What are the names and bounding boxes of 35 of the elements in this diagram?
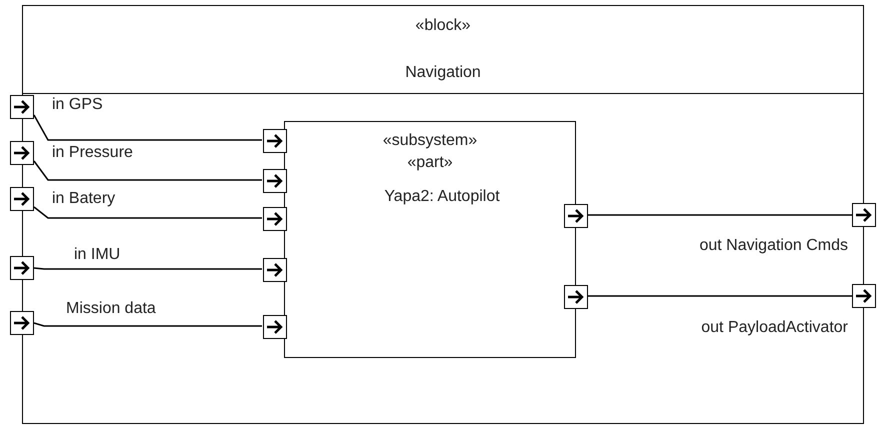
port-label: in GPS — [52, 95, 103, 115]
port-box — [852, 203, 876, 227]
connector-line — [587, 295, 852, 297]
port-box — [10, 256, 34, 280]
port-label: out PayloadActivator — [701, 318, 848, 338]
port-box — [564, 285, 588, 309]
port-label: Mission data — [66, 299, 156, 319]
connector-line — [33, 114, 262, 141]
block-frame — [22, 5, 864, 424]
connector-line — [34, 267, 262, 270]
port-box — [263, 315, 287, 339]
port-box — [263, 169, 287, 193]
port-box — [10, 95, 34, 119]
port-box — [852, 284, 876, 308]
connector-line — [587, 214, 852, 216]
port-box — [10, 187, 34, 211]
port-box — [263, 258, 287, 282]
port-box — [263, 207, 287, 231]
connector-line — [34, 322, 262, 327]
port-label: in Batery — [52, 189, 116, 209]
port-box — [10, 141, 34, 165]
connector-line — [33, 160, 262, 181]
connector-line — [34, 206, 262, 219]
port-box — [564, 204, 588, 228]
port-box — [10, 311, 34, 335]
part-name: Yapa2: Autopilot — [384, 187, 500, 207]
port-label: in IMU — [74, 245, 120, 265]
port-label: out Navigation Cmds — [699, 236, 848, 256]
block-name: Navigation — [405, 63, 481, 83]
stereotype-text: «block» — [415, 16, 471, 36]
port-label: in Pressure — [52, 143, 133, 163]
stereotype-text: «subsystem» — [382, 131, 478, 151]
stereotype-text: «part» — [407, 153, 453, 173]
port-box — [263, 129, 287, 153]
part-box — [284, 121, 576, 358]
